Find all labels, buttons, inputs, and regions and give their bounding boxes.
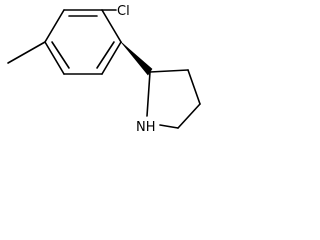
ring-bond — [149, 69, 189, 73]
ring-bond — [44, 41, 65, 75]
aromatic-inner-bond — [96, 41, 115, 69]
ring-bond — [187, 69, 201, 105]
ring-bond — [101, 41, 122, 75]
stereo-wedge-bond — [120, 41, 153, 76]
ring-bond — [44, 9, 65, 43]
amine-label: NH — [136, 120, 156, 135]
structural-formula: Cl NH — [7, 4, 201, 135]
ring-bond — [101, 9, 122, 43]
methyl-bond — [7, 41, 46, 64]
pyrrolidine-ring — [146, 69, 201, 129]
ring-bond — [177, 103, 201, 129]
benzene-ring — [44, 9, 122, 75]
ring-bond — [159, 124, 179, 129]
ring-bond — [146, 71, 151, 117]
chlorine-label: Cl — [117, 4, 130, 19]
aromatic-inner-bond — [51, 41, 70, 69]
